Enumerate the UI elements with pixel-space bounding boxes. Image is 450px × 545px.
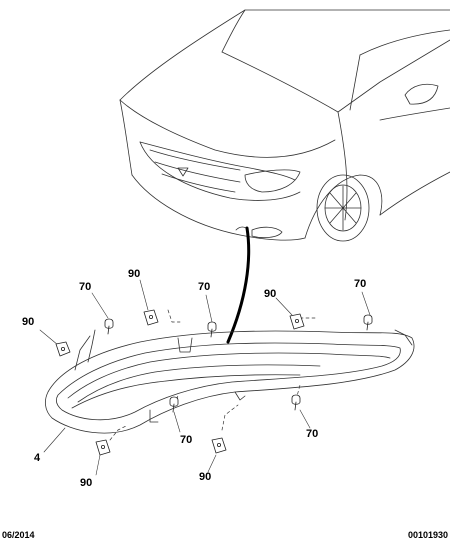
callout-screw: 70	[354, 278, 367, 290]
callout-screw: 70	[79, 281, 92, 293]
callout-screw: 70	[180, 434, 193, 446]
bracket-part-4	[44, 329, 415, 434]
callout-clip-nut: 90	[199, 471, 212, 483]
leader-lines	[39, 279, 371, 476]
callout-clip-nut: 90	[264, 288, 277, 300]
footer-date: 06/2014	[2, 530, 35, 540]
harness-link-line	[226, 226, 251, 344]
clip-nut-parts	[55, 309, 305, 456]
callout-bracket: 4	[34, 452, 41, 464]
callout-clip-nut: 90	[22, 316, 35, 328]
screw-parts	[104, 314, 373, 413]
footer-reference-number: 00101930	[407, 530, 448, 540]
car-illustration	[119, 9, 450, 242]
callout-screw: 70	[198, 281, 211, 293]
callout-clip-nut: 90	[128, 268, 141, 280]
callout-clip-nut: 90	[80, 477, 93, 489]
callout-screw: 70	[306, 428, 319, 440]
